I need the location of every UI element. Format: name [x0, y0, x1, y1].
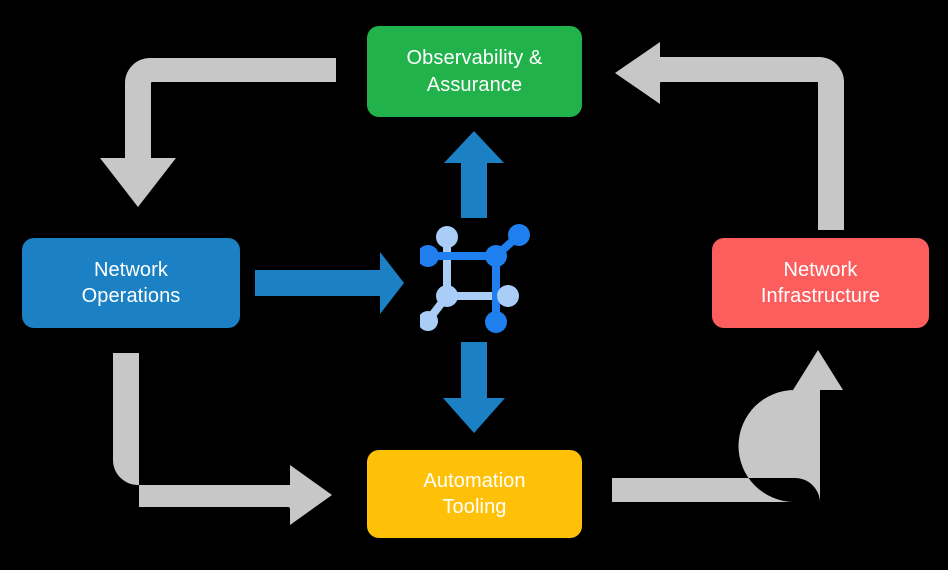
network-topology-icon: [420, 224, 530, 333]
arrow-center-to-automation-tooling: [443, 342, 505, 433]
node-network-operations[interactable]: Network Operations: [22, 238, 240, 328]
connector-network-operations-to-automation-tooling: [113, 353, 332, 525]
node-network-infrastructure[interactable]: Network Infrastructure: [712, 238, 929, 328]
arrow-network-operations-to-center: [255, 252, 404, 314]
node-automation-tooling[interactable]: Automation Tooling: [367, 450, 582, 538]
node-observability-assurance[interactable]: Observability & Assurance: [367, 26, 582, 117]
arrow-center-to-observability: [444, 131, 504, 218]
connector-automation-tooling-to-network-infrastructure: [612, 350, 843, 503]
connector-observability-to-network-operations: [100, 58, 336, 207]
connector-network-infrastructure-to-observability: [615, 42, 844, 230]
